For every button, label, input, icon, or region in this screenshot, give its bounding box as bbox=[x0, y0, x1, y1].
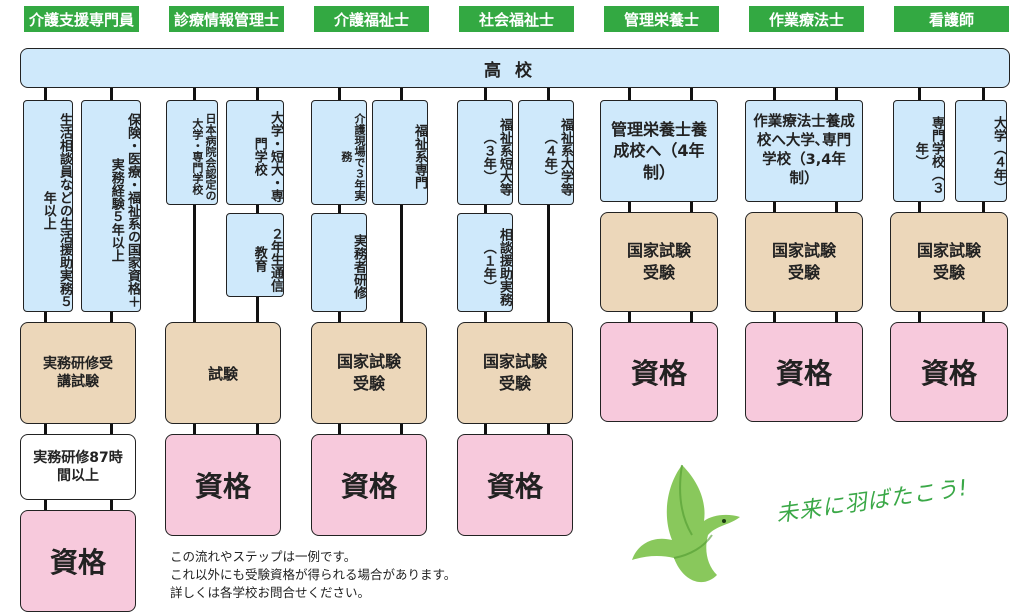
bird-illustration bbox=[632, 464, 740, 583]
connector bbox=[484, 422, 487, 436]
care-manager-qualification: 資格 bbox=[20, 510, 136, 612]
nurse-path-1: 専門学校（３年） bbox=[893, 100, 945, 202]
dietitian-qualification: 資格 bbox=[600, 322, 718, 422]
care-worker-practitioner-training: 実務者研修 bbox=[311, 213, 367, 312]
header-dietitian: 管理栄養士 bbox=[604, 6, 719, 32]
connector bbox=[44, 88, 47, 102]
connector bbox=[44, 497, 47, 511]
header-occupational-therapist: 作業療法士 bbox=[749, 6, 864, 32]
connector bbox=[628, 200, 631, 214]
footnote-line: この流れやステップは一例です。 bbox=[170, 549, 357, 564]
connector bbox=[484, 88, 487, 102]
connector bbox=[110, 88, 113, 102]
medical-records-qualification: 資格 bbox=[165, 434, 281, 536]
connector bbox=[918, 88, 921, 102]
ot-qualification: 資格 bbox=[745, 322, 863, 422]
header-care-worker: 介護福祉士 bbox=[314, 6, 429, 32]
connector bbox=[547, 88, 550, 324]
connector bbox=[835, 88, 838, 102]
connector bbox=[690, 200, 693, 214]
connector bbox=[193, 88, 196, 324]
connector bbox=[982, 88, 985, 102]
connector bbox=[110, 422, 113, 436]
nurse-path-2: 大学（４年） bbox=[955, 100, 1007, 202]
connector bbox=[982, 200, 985, 214]
header-medical-records: 診療情報管理士 bbox=[169, 6, 284, 32]
medical-records-exam: 試験 bbox=[165, 322, 281, 424]
social-worker-qualification: 資格 bbox=[457, 434, 573, 536]
connector bbox=[110, 310, 113, 324]
footnote-line: これ以外にも受験資格が得られる場合があります。 bbox=[170, 567, 457, 583]
nurse-exam: 国家試験受験 bbox=[890, 212, 1008, 312]
connector bbox=[256, 205, 259, 215]
care-manager-training: 実務研修87時間以上 bbox=[20, 434, 136, 500]
header-nurse: 看護師 bbox=[894, 6, 1009, 32]
social-worker-path-1: 福祉系短大等（３年） bbox=[457, 100, 513, 205]
connector bbox=[400, 88, 403, 324]
connector bbox=[982, 310, 985, 324]
connector bbox=[773, 310, 776, 324]
footnotes: この流れやステップは一例です。 これ以外にも受験資格が得られる場合があります。 … bbox=[170, 548, 590, 602]
connector bbox=[484, 310, 487, 324]
connector bbox=[628, 310, 631, 324]
medical-records-path-1: 日本病院会認定の大学・専門学校 bbox=[166, 100, 218, 205]
connector bbox=[338, 205, 341, 215]
dietitian-exam: 国家試験受験 bbox=[600, 212, 718, 312]
connector bbox=[690, 310, 693, 324]
connector bbox=[338, 310, 341, 324]
connector bbox=[44, 422, 47, 436]
medical-records-path-2: 大学・短大・専門学校 bbox=[226, 100, 284, 205]
connector bbox=[256, 295, 259, 324]
connector bbox=[547, 422, 550, 436]
connector bbox=[193, 422, 196, 436]
high-school-bar: 高校 bbox=[20, 48, 1010, 88]
connector bbox=[773, 200, 776, 214]
care-worker-path-1: 介護現場で３年実務 bbox=[311, 100, 367, 205]
care-worker-path-2: 福祉系専門 bbox=[372, 100, 428, 205]
connector bbox=[44, 310, 47, 324]
ot-exam: 国家試験受験 bbox=[745, 212, 863, 312]
medical-records-correspondence: ２年生通信教育 bbox=[226, 213, 284, 297]
connector bbox=[835, 200, 838, 214]
connector bbox=[918, 310, 921, 324]
connector bbox=[835, 310, 838, 324]
social-worker-path-2: 福祉系大学等（４年） bbox=[518, 100, 574, 205]
care-worker-qualification: 資格 bbox=[311, 434, 427, 536]
connector bbox=[773, 88, 776, 102]
care-manager-path-2: 保険・医療・福祉系の国家資格＋実務経験５年以上 bbox=[81, 100, 141, 312]
connector bbox=[110, 497, 113, 511]
dietitian-school: 管理栄養士養成校へ（4年制） bbox=[600, 100, 718, 202]
slogan: 未来に羽ばたこう! bbox=[774, 475, 971, 528]
connector bbox=[256, 88, 259, 102]
care-manager-exam: 実務研修受講試験 bbox=[20, 322, 136, 424]
connector bbox=[400, 422, 403, 436]
connector bbox=[484, 205, 487, 215]
connector bbox=[256, 422, 259, 436]
nurse-qualification: 資格 bbox=[890, 322, 1008, 422]
ot-school: 作業療法士養成校へ大学､専門学校（3,4年制） bbox=[745, 100, 863, 202]
connector bbox=[628, 88, 631, 102]
care-worker-exam: 国家試験受験 bbox=[311, 322, 427, 424]
header-care-manager: 介護支援専門員 bbox=[24, 6, 139, 32]
connector bbox=[338, 422, 341, 436]
social-worker-exam: 国家試験受験 bbox=[457, 322, 573, 424]
connector bbox=[338, 88, 341, 102]
footnote-line: 詳しくは各学校お問合せください。 bbox=[170, 585, 371, 601]
connector bbox=[690, 88, 693, 102]
care-manager-path-1: 生活相談員などの生活援助実務５年以上 bbox=[23, 100, 73, 312]
connector bbox=[918, 200, 921, 214]
social-worker-consultation-practice: 相談援助実務（１年） bbox=[457, 213, 513, 312]
header-social-worker: 社会福祉士 bbox=[459, 6, 574, 32]
